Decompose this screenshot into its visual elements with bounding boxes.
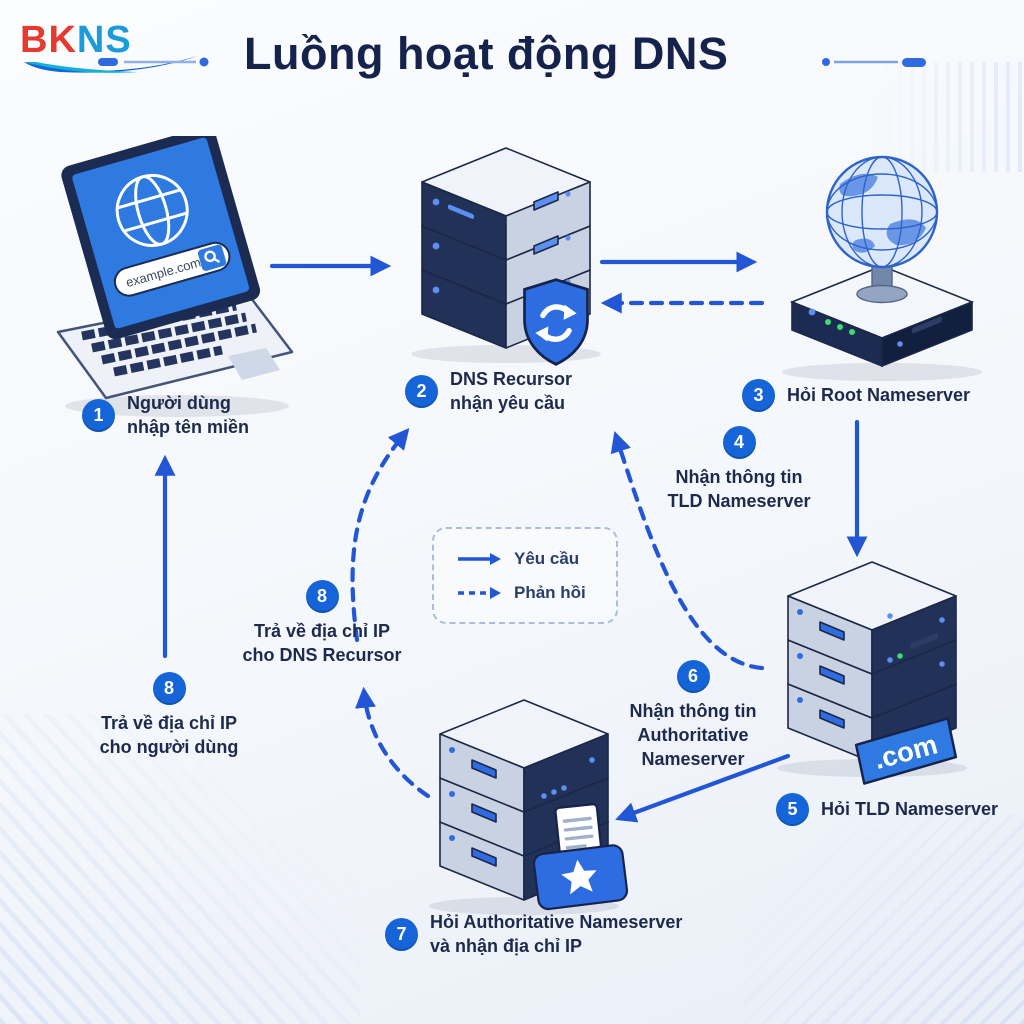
step-text-line: và nhận địa chỉ IP: [430, 935, 583, 956]
step-text-line: Nhận thông tin: [629, 701, 757, 721]
laptop-keyboard: [56, 292, 294, 400]
step-text-line: Hỏi Authoritative Nameserver: [430, 912, 683, 932]
step-text-line: nhận yêu cầu: [450, 392, 566, 413]
step-text-line: Hỏi TLD Nameserver: [821, 798, 999, 819]
step-1-user-enters-domain: 1 Người dùng nhập tên miền: [82, 392, 249, 440]
legend-response-label: Phản hồi: [514, 582, 586, 602]
search-icon: [204, 250, 221, 263]
laptop-touchpad: [228, 348, 280, 380]
legend-request-row: Yêu cầu: [456, 549, 616, 569]
solid-arrow-icon: [458, 552, 501, 565]
step-number-badge: 2: [405, 375, 438, 409]
dot-com-badge: .com: [854, 717, 958, 785]
step-3-ask-root-nameserver: 3 Hỏi Root Nameserver: [742, 379, 970, 412]
logo-dot: [199, 57, 209, 67]
legend-request-label: Yêu cầu: [514, 548, 580, 568]
server-leds: [541, 757, 595, 799]
globe-icon: [115, 173, 189, 247]
logo-text: BKNS: [20, 19, 132, 61]
logo-dash: [98, 58, 118, 66]
step-text-line: DNS Recursor: [450, 369, 573, 389]
step-number-badge: 3: [742, 379, 775, 412]
dashed-arrow-icon: [458, 586, 501, 599]
step-8-return-ip-to-recursor: 8 Trả về địa chỉ IP cho DNS Recursor: [238, 580, 406, 668]
server-slots: [797, 609, 845, 729]
shield-sync-icon: [523, 278, 589, 366]
step-8-return-ip-to-user: 8 Trả về địa chỉ IP cho người dùng: [88, 672, 250, 760]
laptop-illustration: example.com: [56, 136, 294, 417]
step-text-line: Authoritative Nameserver: [637, 724, 749, 769]
step-text-line: TLD Nameserver: [667, 490, 811, 511]
server-leds: [887, 613, 945, 667]
step-number-badge: 8: [305, 580, 339, 613]
server-slots: [449, 747, 497, 867]
laptop-shadow: [65, 395, 289, 417]
step-number-badge: 4: [722, 426, 756, 459]
step-text-line: Trả về địa chỉ IP: [100, 713, 238, 733]
root-nameserver-illustration: [782, 155, 982, 381]
search-button[interactable]: [197, 244, 227, 272]
step-number-badge: 5: [776, 793, 809, 826]
document-icon: [554, 803, 603, 863]
background-pattern-bottom-right: [744, 814, 1024, 1024]
step-text-line: Hỏi Root Nameserver: [787, 384, 971, 405]
laptop-screen: example.com: [61, 136, 261, 340]
step-text-line: Trả về địa chỉ IP: [253, 621, 391, 641]
background-pattern-bottom-left: [0, 714, 360, 1024]
page-title: Luồng hoạt động DNS: [244, 28, 729, 79]
step-number-badge: 8: [152, 672, 186, 705]
title-decoration: [822, 58, 926, 67]
step-text-line: cho người dùng: [99, 736, 239, 757]
legend-response-row: Phản hồi: [456, 583, 616, 603]
step-text-line: nhập tên miền: [127, 416, 250, 437]
step-number-badge: 7: [385, 918, 418, 952]
step-2-dns-recursor: 2 DNS Recursor nhận yêu cầu: [405, 368, 572, 416]
step-text-line: Người dùng: [127, 393, 231, 413]
legend-box: Yêu cầu Phản hồi: [432, 527, 618, 624]
step-number-badge: 1: [82, 399, 115, 433]
record-star-badge: [532, 803, 629, 911]
bkns-logo: BKNS: [20, 19, 209, 73]
globe-pedestal: [856, 263, 908, 304]
tld-nameserver-server: [777, 561, 967, 777]
logo-swoosh-accent: [24, 62, 138, 73]
server-unit: [421, 147, 591, 261]
step-7-ask-authoritative-nameserver: 7 Hỏi Authoritative Nameserver và nhận đị…: [385, 911, 682, 959]
step-5-ask-tld-nameserver: 5 Hỏi TLD Nameserver: [776, 793, 998, 826]
arrow-authoritative-to-label8: [355, 686, 431, 799]
step-text-line: cho DNS Recursor: [242, 644, 402, 665]
globe-sphere: [825, 155, 939, 269]
step-text-line: Nhận thông tin: [675, 467, 803, 487]
star-box-icon: [532, 844, 629, 911]
step-number-badge: 6: [676, 660, 710, 693]
